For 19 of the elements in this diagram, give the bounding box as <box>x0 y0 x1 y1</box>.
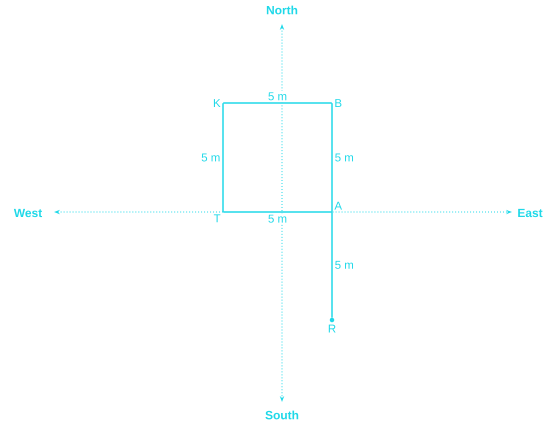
direction-label: South <box>264 410 300 420</box>
line-segment <box>222 103 224 212</box>
point-label: A <box>334 202 342 210</box>
edge-label: 5 m <box>266 213 289 224</box>
line-segment <box>223 102 332 104</box>
edge-label: 5 m <box>333 152 356 163</box>
line-segment <box>331 103 333 212</box>
point-label: R <box>328 318 336 333</box>
edge-label: 5 m <box>200 152 222 163</box>
edge-label: 5 m <box>333 259 356 270</box>
edge-label: 5 m <box>266 90 289 102</box>
direction-label: North <box>265 4 299 16</box>
point-label: T <box>214 214 220 222</box>
line-segment <box>331 212 333 318</box>
point-label: K <box>214 99 220 107</box>
point-label: B <box>335 99 342 107</box>
line-segment <box>223 211 332 213</box>
direction-label: West <box>12 208 44 218</box>
direction-label: East <box>516 208 544 218</box>
